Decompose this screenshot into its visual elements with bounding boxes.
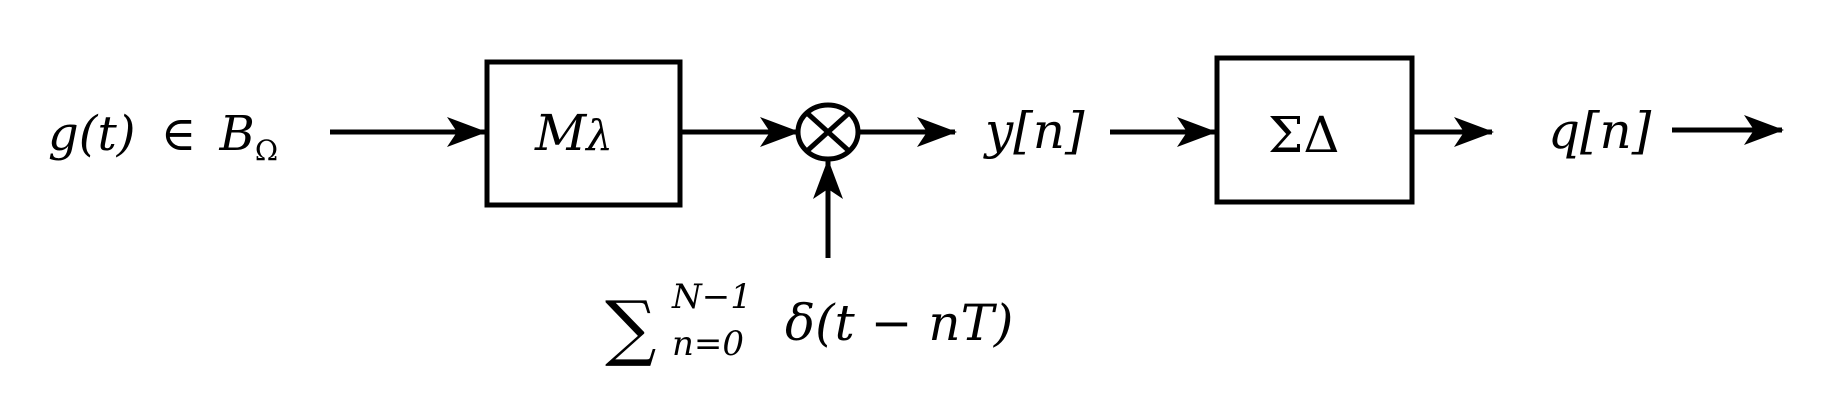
- svg-text:∑: ∑: [605, 285, 656, 369]
- svg-text:N−1: N−1: [671, 277, 752, 317]
- sampled-signal-label: y[n]: [983, 102, 1085, 160]
- sigma-delta-label: ΣΔ: [1268, 106, 1339, 164]
- output-signal-label: q[n]: [1548, 102, 1652, 160]
- input-signal-label: g(t) ∈ BΩ: [48, 106, 278, 167]
- svg-text:n=0: n=0: [672, 324, 744, 364]
- impulse-train-label: ∑ N−1 n=0 δ(t − nT): [605, 277, 1013, 369]
- multiplier-icon: [795, 102, 861, 162]
- modulo-block-label: Mλ: [534, 104, 613, 162]
- svg-text:δ(t − nT): δ(t − nT): [785, 294, 1013, 352]
